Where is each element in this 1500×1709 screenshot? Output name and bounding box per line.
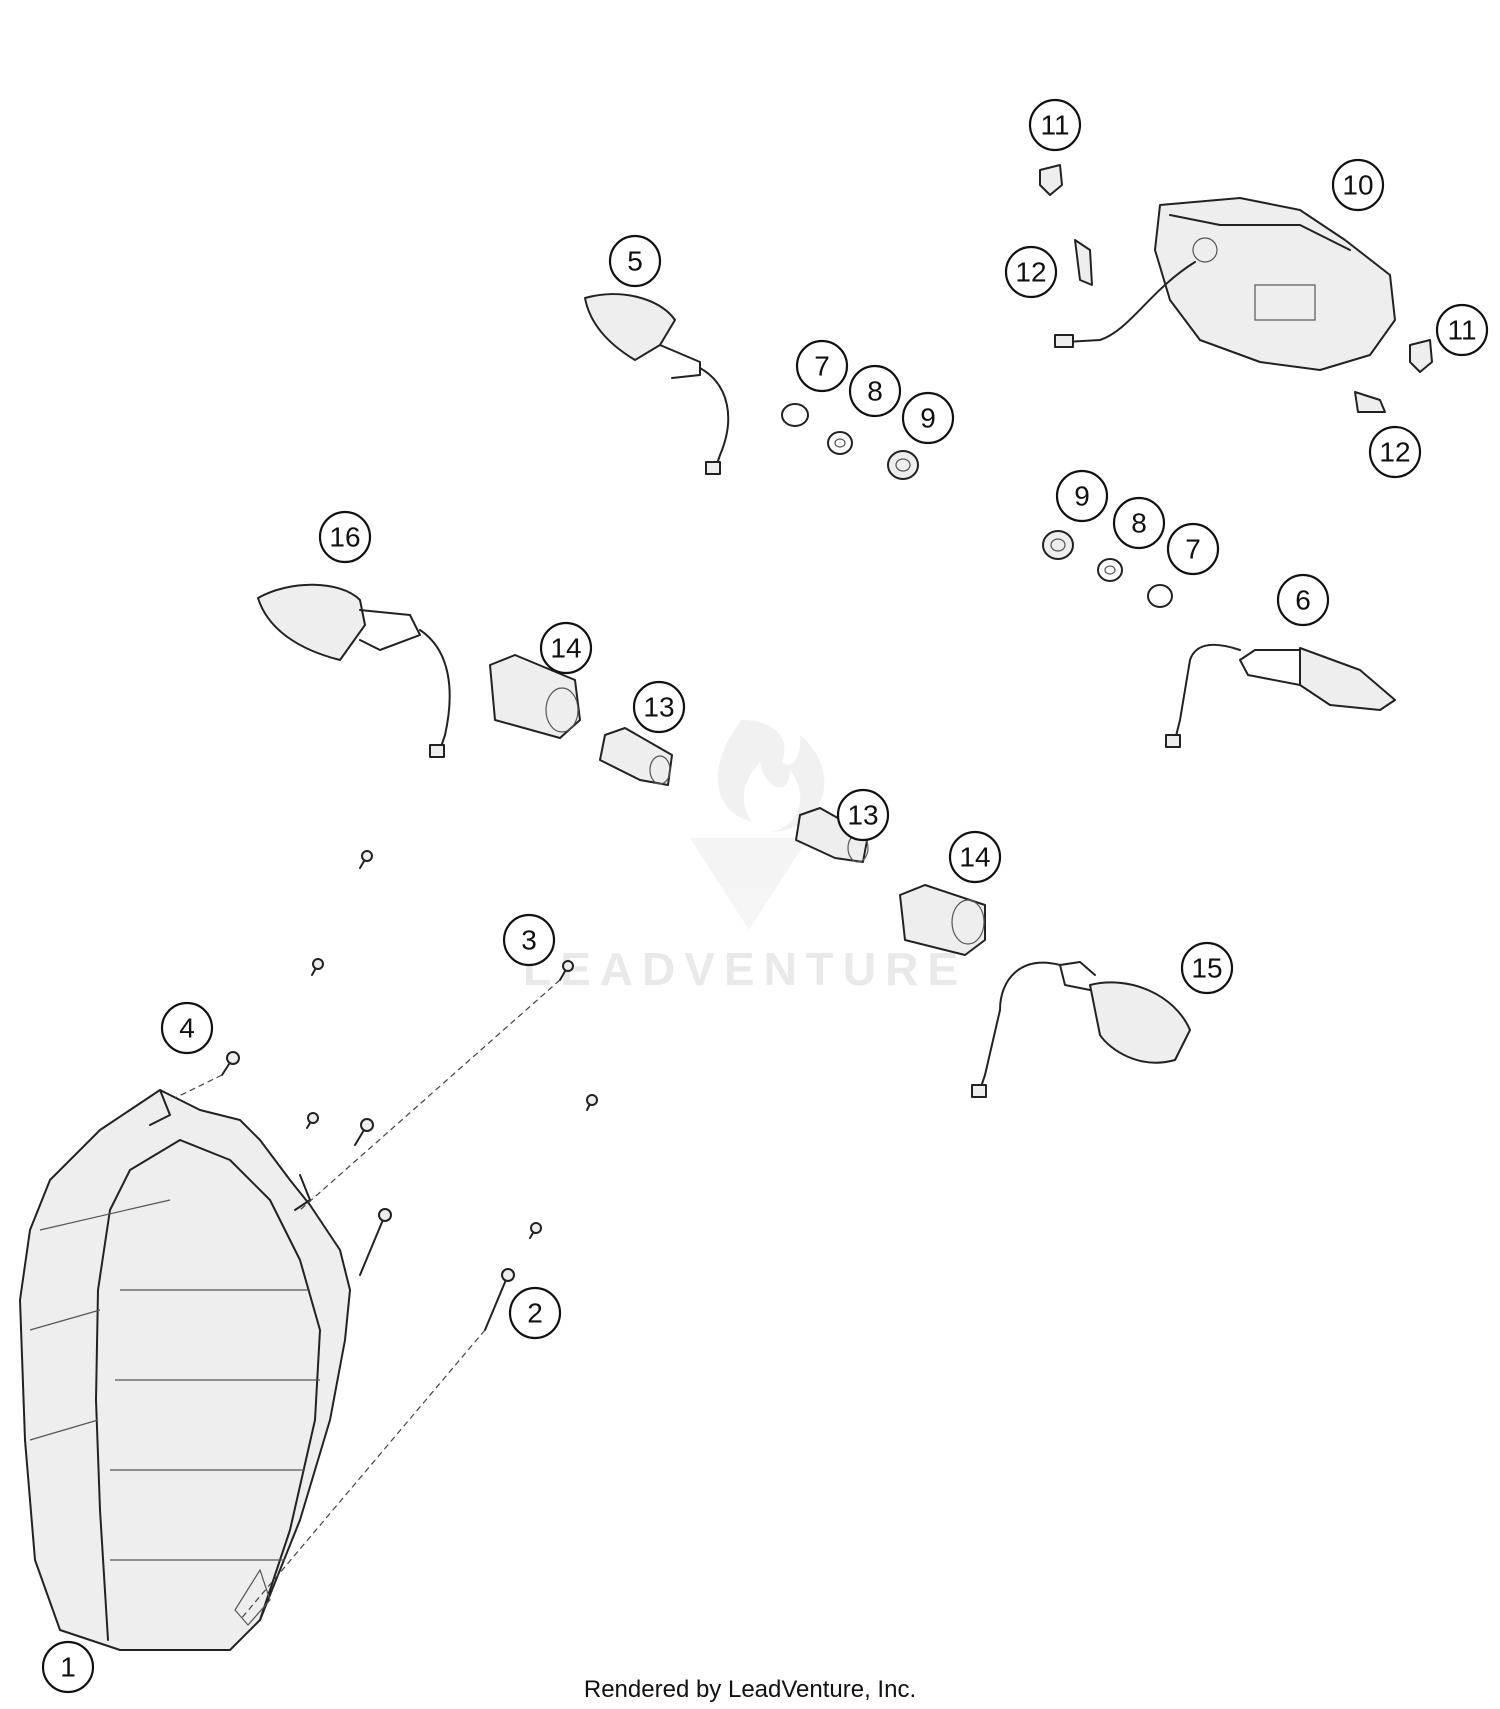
part-turn-signal-5: [584, 293, 730, 475]
part-turn-signal-15: [971, 961, 1191, 1098]
bushing-13-right: [795, 807, 869, 863]
svg-text:10: 10: [1342, 170, 1373, 201]
svg-text:14: 14: [959, 842, 990, 873]
footer-credit: Rendered by LeadVenture, Inc.: [583, 1676, 917, 1703]
svg-text:16: 16: [329, 522, 360, 553]
callout-4: 4: [160, 1001, 214, 1055]
callout-14-right: 14: [948, 830, 1002, 884]
callout-16: 16: [318, 510, 372, 564]
svg-text:8: 8: [867, 376, 883, 407]
svg-text:12: 12: [1379, 437, 1410, 468]
callout-11-right: 11: [1435, 303, 1489, 357]
callouts: 1 2 3 4 5 6 7 8 9 9 8 7 10 11 11 12 12 1…: [41, 98, 1489, 1694]
svg-text:1: 1: [60, 1652, 76, 1683]
callout-12-left: 12: [1004, 245, 1058, 299]
part-turn-signal-6: [1165, 643, 1396, 748]
callout-14-left: 14: [539, 621, 593, 675]
callout-6: 6: [1276, 573, 1330, 627]
svg-text:14: 14: [550, 633, 581, 664]
screw-f: [529, 1222, 542, 1239]
part-instrument-cluster: [1054, 197, 1396, 371]
svg-text:7: 7: [1185, 534, 1201, 565]
svg-text:12: 12: [1015, 257, 1046, 288]
svg-text:8: 8: [1131, 508, 1147, 539]
svg-text:9: 9: [920, 403, 936, 434]
callout-5: 5: [608, 234, 662, 288]
washers-right: [1042, 530, 1173, 608]
callout-15: 15: [1180, 941, 1234, 995]
callout-13-right: 13: [836, 788, 890, 842]
svg-text:3: 3: [521, 925, 537, 956]
fasteners: [221, 850, 598, 1331]
callout-3: 3: [502, 913, 556, 967]
callout-1: 1: [41, 1640, 95, 1694]
svg-text:5: 5: [627, 246, 643, 277]
part-turn-signal-16: [257, 583, 451, 758]
svg-text:13: 13: [643, 692, 674, 723]
callout-7-top: 7: [795, 339, 849, 393]
watermark: LEADVENTURE: [523, 720, 967, 995]
callout-12-right: 12: [1368, 425, 1422, 479]
svg-text:7: 7: [814, 351, 830, 382]
svg-text:15: 15: [1191, 953, 1222, 984]
callout-9-right: 9: [1055, 469, 1109, 523]
callout-2: 2: [508, 1286, 562, 1340]
bolt-2: [484, 1268, 515, 1331]
callout-10: 10: [1331, 158, 1385, 212]
screw-a: [359, 850, 373, 869]
screw-c: [306, 1112, 319, 1129]
leadventure-flame-logo-icon: [690, 720, 825, 930]
svg-text:4: 4: [179, 1013, 195, 1044]
screw-d: [354, 1118, 374, 1146]
callout-7-right: 7: [1166, 522, 1220, 576]
callout-8-top: 8: [848, 364, 902, 418]
svg-text:9: 9: [1074, 481, 1090, 512]
screw-e: [586, 1094, 598, 1111]
spacer-14-right: [899, 884, 986, 956]
assembly-lines: [174, 979, 561, 1621]
washers-top: [781, 403, 919, 480]
clips: [1039, 164, 1433, 413]
callout-8-right: 8: [1112, 496, 1166, 550]
callout-13-left: 13: [632, 680, 686, 734]
callout-11-top: 11: [1028, 98, 1082, 152]
svg-text:13: 13: [847, 800, 878, 831]
svg-text:2: 2: [527, 1298, 543, 1329]
svg-text:11: 11: [1447, 315, 1476, 346]
screw-4: [221, 1051, 240, 1076]
svg-text:6: 6: [1295, 585, 1311, 616]
part-headlight: [19, 1089, 351, 1651]
spacer-14-left: [489, 654, 581, 739]
svg-text:11: 11: [1040, 110, 1069, 141]
screw-b: [311, 958, 324, 976]
screw-3: [559, 960, 574, 981]
watermark-brand: LEADVENTURE: [523, 943, 967, 995]
bushing-13-left: [599, 727, 673, 786]
bolt-long: [359, 1208, 392, 1276]
callout-9-top: 9: [901, 391, 955, 445]
